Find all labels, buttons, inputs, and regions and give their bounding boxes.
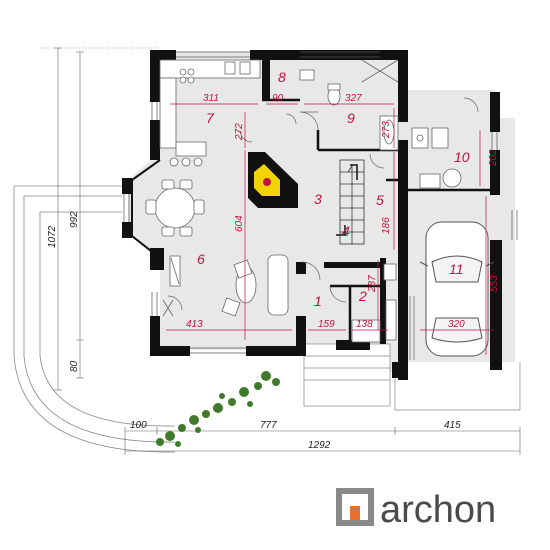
archon-logo-icon — [336, 488, 374, 526]
room-number-9: 9 — [347, 110, 355, 126]
room-number-2: 2 — [358, 288, 367, 304]
dim-corridor-depth: 272 — [234, 123, 245, 141]
dim-living-width: 413 — [186, 319, 203, 330]
overall-dimensions: 100 777 415 1292 1072 992 80 — [47, 211, 461, 451]
entry-steps — [303, 343, 521, 411]
exterior-walls — [122, 50, 502, 380]
doors — [167, 97, 479, 311]
bay-window — [131, 159, 161, 259]
terrace-outline — [13, 185, 176, 453]
bottom-dimension-lines — [124, 427, 521, 455]
bathroom-fixtures — [299, 59, 399, 151]
room-number-6: 6 — [197, 251, 205, 267]
dim-garage-part: 415 — [444, 420, 461, 431]
fireplace — [248, 152, 298, 208]
room-number-1: 1 — [314, 293, 322, 309]
room-number-4: 4 — [342, 223, 350, 239]
room-number-10: 10 — [454, 149, 470, 165]
dim-porch-depth: 80 — [69, 360, 80, 372]
dim-room2-width: 138 — [356, 319, 373, 330]
dining-table — [145, 179, 205, 237]
living-furniture — [162, 254, 289, 317]
dim-boiler-depth: 202 — [488, 149, 499, 167]
dim-bath-depth: 273 — [381, 121, 392, 139]
kitchen-furniture — [159, 59, 261, 167]
room-number-5: 5 — [376, 192, 384, 208]
dim-total-depth: 1072 — [47, 225, 58, 248]
windows — [123, 51, 518, 354]
dim-kitchen-width: 311 — [203, 93, 219, 104]
dim-garage-width: 320 — [448, 319, 465, 330]
plant-decoration — [156, 371, 280, 447]
dim-house-depth: 992 — [69, 211, 80, 228]
room-number-8: 8 — [278, 69, 286, 85]
room-number-11: 11 — [449, 261, 464, 277]
room-dimensions: 311 90 327 273 272 604 202 186 287 553 4… — [186, 93, 500, 330]
dim-room8-width: 90 — [272, 93, 284, 104]
car-icon — [419, 221, 495, 357]
room-labels: 7 8 9 10 3 4 5 6 11 1 2 — [197, 69, 470, 309]
dim-left-offset: 100 — [130, 420, 147, 431]
dim-room5-depth: 186 — [381, 217, 392, 234]
garage-door — [409, 296, 415, 360]
wc-fixtures — [351, 263, 397, 343]
stairs — [336, 159, 365, 245]
dim-room2-depth: 287 — [367, 275, 378, 293]
archon-logo: archon — [336, 488, 496, 531]
dim-garage-depth: 553 — [489, 275, 500, 292]
boiler-room-fixtures — [411, 127, 462, 189]
room-number-3: 3 — [314, 191, 322, 207]
archon-logo-text: archon — [380, 489, 496, 531]
left-dimension-lines — [40, 47, 160, 391]
room-number-7: 7 — [206, 110, 215, 126]
dim-living-depth: 604 — [234, 215, 245, 232]
dim-house-main: 777 — [260, 420, 277, 431]
dim-total-width: 1292 — [308, 440, 331, 451]
room-dimension-lines — [166, 103, 494, 355]
dim-bath-width: 327 — [345, 93, 362, 104]
dim-room1-width: 159 — [318, 319, 335, 330]
